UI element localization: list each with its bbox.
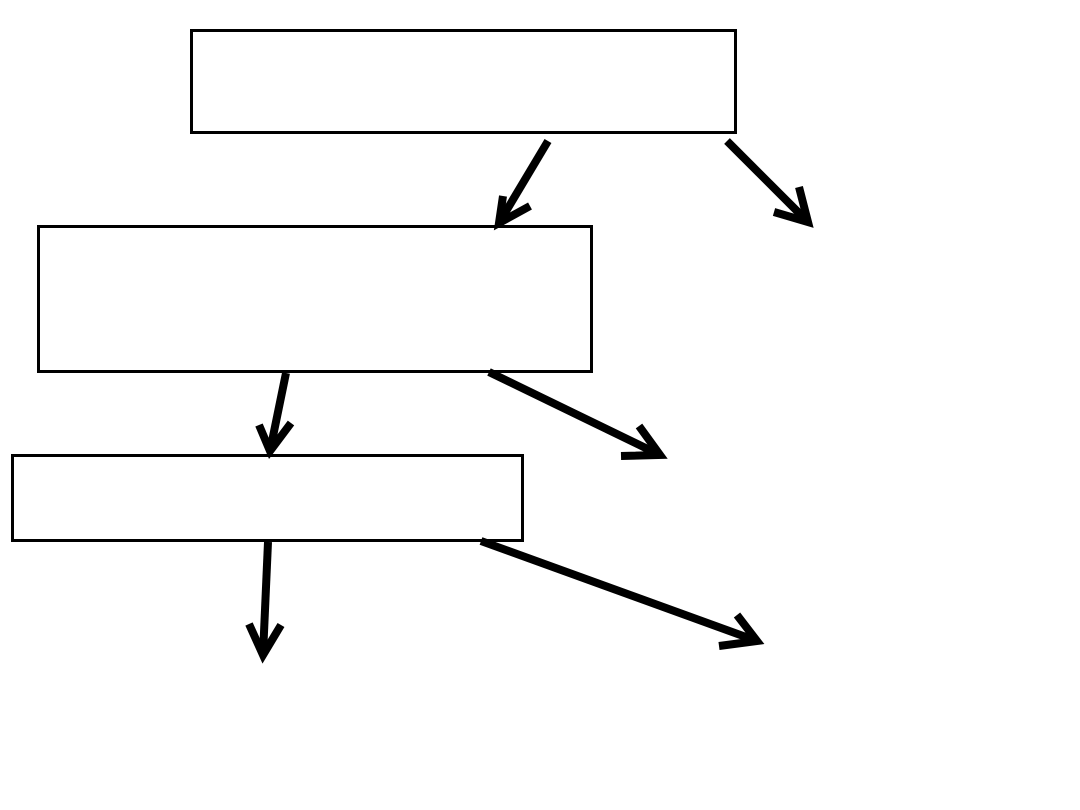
arrow-bottom-to-right [479, 537, 765, 650]
arrow-middle-to-right [487, 368, 668, 460]
top-box [190, 29, 737, 134]
bottom-box [11, 454, 524, 542]
arrow-top-to-right [724, 138, 814, 228]
arrow-top-to-middle [493, 138, 552, 231]
arrow-middle-to-bottom [255, 372, 295, 459]
middle-box [37, 225, 593, 373]
arrow-bottom-down [245, 541, 285, 664]
